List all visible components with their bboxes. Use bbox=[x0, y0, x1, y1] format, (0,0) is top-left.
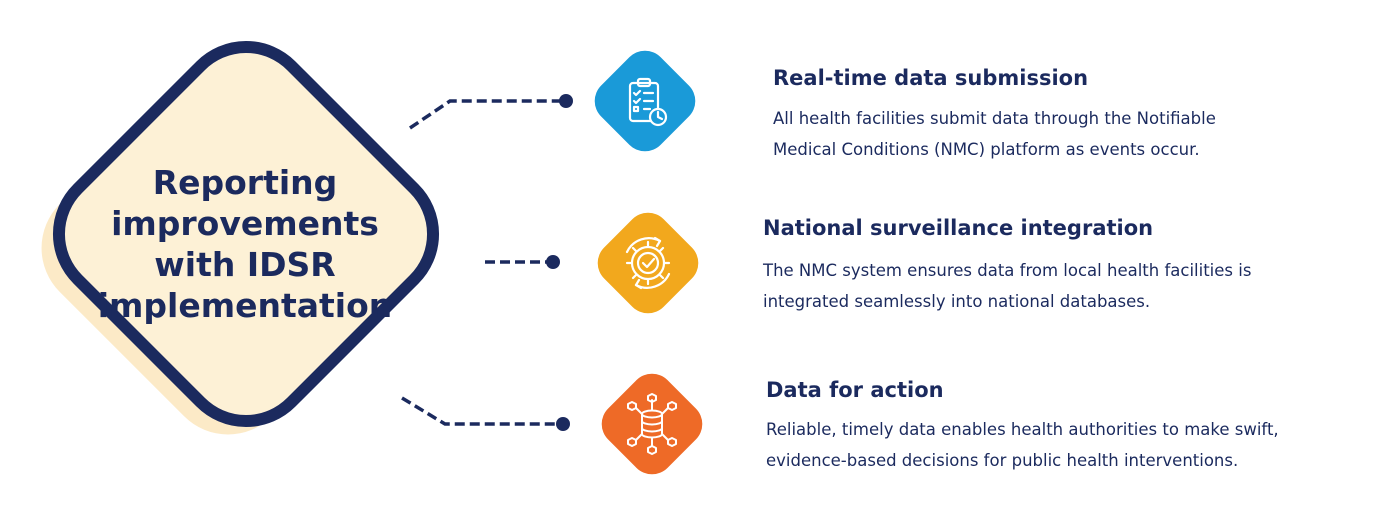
item-3-body-line: evidence-based decisions for public heal… bbox=[766, 451, 1239, 470]
item-2-body-line: The NMC system ensures data from local h… bbox=[763, 261, 1252, 280]
item-3-body-line: Reliable, timely data enables health aut… bbox=[766, 420, 1279, 439]
connector-1 bbox=[409, 99, 563, 130]
center-diamond bbox=[52, 40, 440, 428]
item-2-body: The NMC system ensures data from local h… bbox=[763, 255, 1251, 317]
item-2-heading: National surveillance integration bbox=[763, 216, 1154, 240]
center-title-line: Reporting bbox=[152, 163, 338, 202]
gear-cycle-check-icon bbox=[625, 236, 671, 290]
icon-badge-2 bbox=[597, 212, 699, 314]
connector-3 bbox=[401, 396, 560, 426]
center-title-line: improvements bbox=[111, 204, 379, 243]
item-2-body-line: integrated seamlessly into national data… bbox=[763, 292, 1151, 311]
connector-1-dot bbox=[559, 94, 573, 108]
connector-3-dot bbox=[556, 417, 570, 431]
item-3-heading: Data for action bbox=[766, 378, 944, 402]
item-1-body-line: All health facilities submit data throug… bbox=[773, 109, 1216, 128]
connector-2-dot bbox=[546, 255, 560, 269]
center-title-line: implementation bbox=[97, 286, 393, 325]
item-1-heading: Real-time data submission bbox=[773, 66, 1089, 90]
center-title: Reporting improvements with IDSR impleme… bbox=[80, 162, 410, 326]
icon-badge-1 bbox=[594, 50, 696, 152]
item-1-body: All health facilities submit data throug… bbox=[773, 103, 1216, 165]
item-1-body-line: Medical Conditions (NMC) platform as eve… bbox=[773, 140, 1200, 159]
center-title-line: with IDSR bbox=[154, 245, 336, 284]
item-3-body: Reliable, timely data enables health aut… bbox=[766, 414, 1279, 476]
checklist-clock-icon bbox=[628, 77, 668, 127]
database-network-icon bbox=[627, 393, 677, 455]
icon-badge-3 bbox=[601, 373, 703, 475]
